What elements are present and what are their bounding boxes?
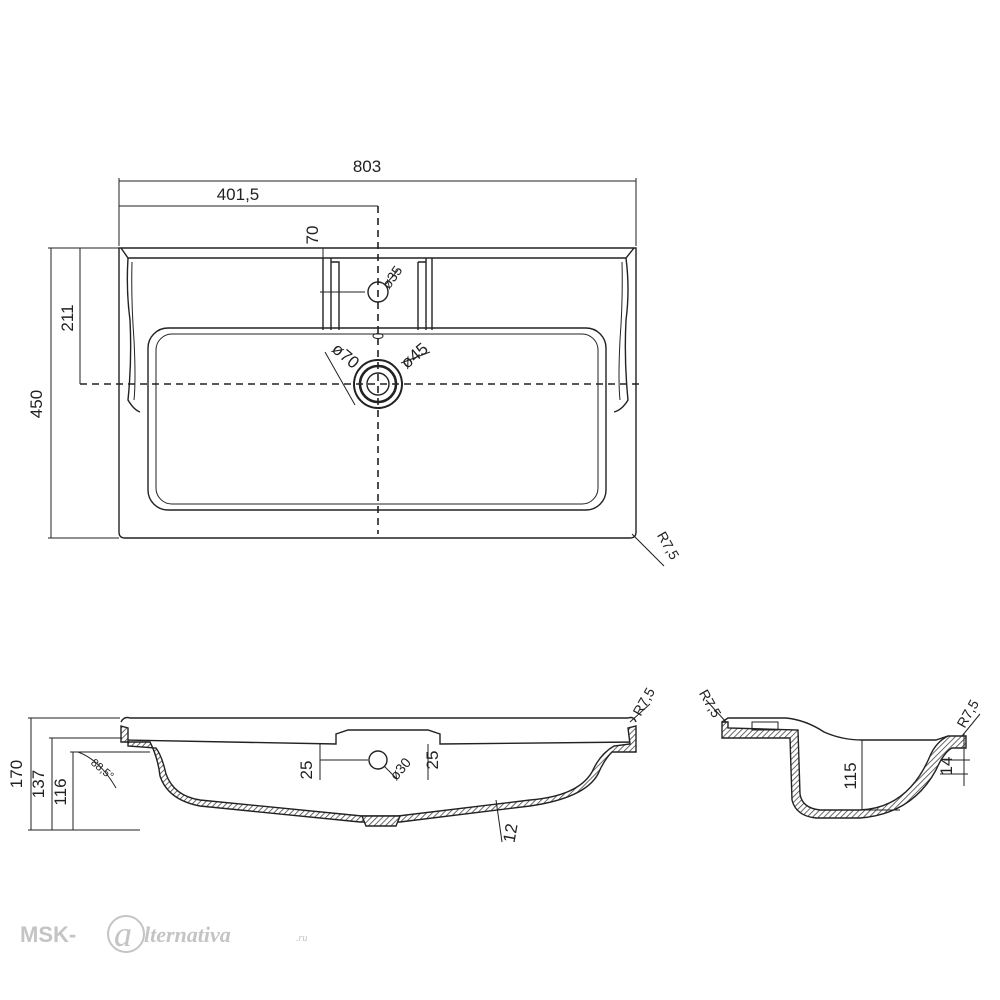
dim-overall-height: 170 — [7, 760, 26, 788]
top-view — [80, 206, 640, 539]
side-hatched-body — [721, 721, 967, 819]
drain-outer-ring — [353, 359, 403, 409]
front-dimension-labels: 170 137 116 88,5° 25 25 ø30 12 R7,5 — [7, 685, 658, 844]
front-overflow-channel — [120, 729, 637, 745]
dim-inner-height: 137 — [29, 770, 48, 798]
top-right-flange-inner — [618, 261, 623, 401]
dim-overflow-left: 25 — [297, 761, 316, 780]
front-section — [120, 716, 637, 827]
front-hatched-shell — [120, 725, 637, 823]
watermark-domain: .ru — [296, 933, 307, 944]
top-left-flange-inner — [131, 261, 136, 401]
top-tap-recess — [322, 258, 433, 330]
dim-bowl-height: 116 — [51, 778, 70, 805]
dim-half-width: 401,5 — [217, 185, 260, 204]
top-left-flange — [126, 257, 141, 413]
dim-top-corner-radius: R7,5 — [654, 529, 683, 563]
dim-rim-thickness: 14 — [937, 757, 956, 776]
top-back-deck — [120, 247, 635, 259]
front-drain-outlet — [360, 815, 402, 827]
front-rim-top — [120, 716, 637, 723]
watermark-at-letter: a — [114, 914, 132, 954]
dim-overflow-hole: ø30 — [386, 754, 414, 783]
dim-tap-offset: 70 — [303, 226, 322, 245]
top-right-flange — [613, 257, 629, 413]
dim-overflow-right: 25 — [423, 751, 442, 770]
top-bowl-outer — [147, 327, 607, 511]
dim-drain-inner: ø45 — [397, 339, 432, 372]
drain-mid-ring — [358, 364, 398, 404]
watermark-suffix: lternativa — [144, 922, 231, 947]
dim-tap-hole: ø35 — [378, 262, 405, 291]
dim-depth: 450 — [27, 390, 46, 418]
top-dimensions — [48, 178, 665, 567]
side-rim-profile — [721, 717, 949, 741]
dim-angle: 88,5° — [88, 757, 115, 783]
dim-side-radius-right: R7,5 — [953, 697, 982, 731]
watermark-prefix: MSK- — [20, 922, 76, 947]
dim-bowl-depth: 115 — [841, 762, 860, 789]
drain-inner-ring — [366, 372, 390, 396]
side-overflow-box — [751, 721, 779, 731]
dim-wall-thickness: 12 — [500, 822, 522, 844]
watermark-logo: MSK- a lternativa .ru — [20, 914, 307, 954]
side-section — [721, 717, 967, 819]
front-dimensions — [28, 703, 651, 843]
top-dimension-labels: 803 401,5 450 211 70 ø35 ø70 ø45 R7,5 — [27, 157, 683, 562]
side-dimensions — [705, 699, 981, 811]
dim-front-corner-radius: R7,5 — [629, 685, 658, 719]
dim-overall-width: 803 — [353, 157, 381, 176]
dim-drain-offset: 211 — [58, 304, 77, 331]
front-overflow-hole — [368, 750, 388, 770]
watermark-at-icon — [107, 915, 145, 953]
top-outer-outline — [118, 247, 637, 539]
